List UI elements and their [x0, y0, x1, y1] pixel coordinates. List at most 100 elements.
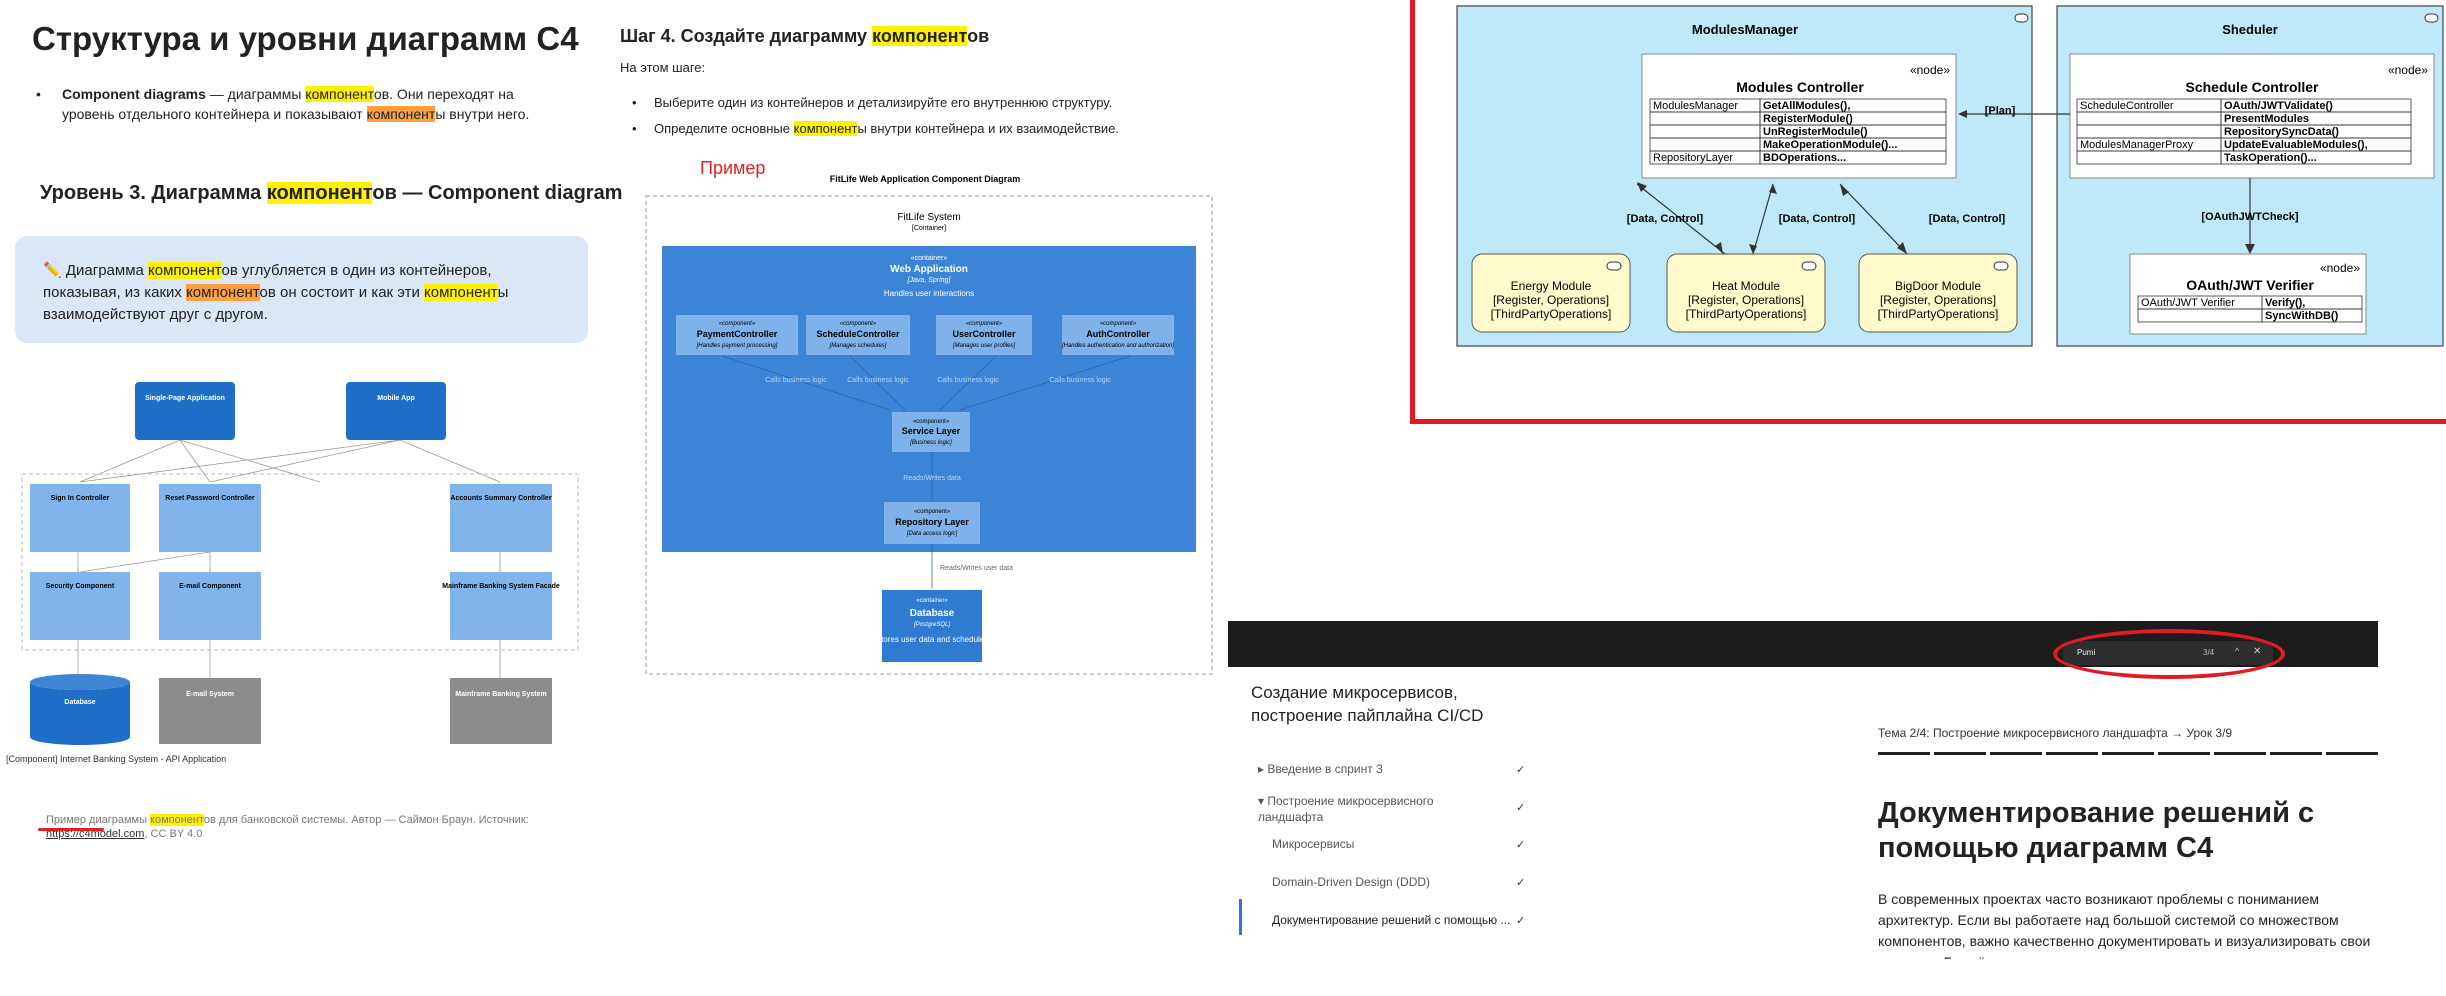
c4-email-label: E-mail Component	[179, 583, 242, 590]
nav-item-microservices[interactable]: Микросервисы	[1272, 837, 1355, 851]
svg-text:«node»: «node»	[2388, 63, 2428, 77]
svg-text:[ThirdPartyOperations]: [ThirdPartyOperations]	[1491, 307, 1612, 321]
svg-text:[Handles authentication and au: [Handles authentication and authorizatio…	[1061, 343, 1174, 349]
c4-mainframe-label: Mainframe Banking System	[455, 691, 546, 698]
lesson-title: Документирование решений с помощью диагр…	[1878, 797, 2315, 864]
oauthcheck-label: [OAuthJWTCheck]	[2201, 211, 2299, 223]
nav-item-intro[interactable]: ▸ Введение в спринт 3	[1258, 762, 1383, 776]
module-name-2: BigDoor Module	[1895, 279, 1981, 293]
schedctrl-key-3: ModulesManagerProxy	[2080, 139, 2194, 151]
module-name-1: Heat Module	[1712, 279, 1780, 293]
c4-reset-label: Reset Password Controller	[165, 495, 255, 502]
oauth-op-0: Verify(),	[2265, 297, 2305, 309]
sched-title: Sheduler	[2222, 22, 2278, 37]
plan-label: [Plan]	[1985, 105, 2016, 117]
modules-manager-diagram: ModulesManager Sheduler «node» Modules C…	[1456, 5, 2444, 347]
schedctrl-op-1: PresentModules	[2224, 113, 2309, 125]
svg-text:Reads/Writes data: Reads/Writes data	[903, 475, 961, 482]
fitlife-component-diagram: FitLife Web Application Component Diagra…	[645, 174, 1213, 675]
svg-text:«component»: «component»	[913, 419, 950, 425]
svg-text:«component»: «component»	[914, 509, 951, 515]
oauth-key-0: OAuth/JWT Verifier	[2141, 297, 2235, 309]
fit-component-name-2: UserController	[952, 329, 1016, 339]
svg-text:Stores user data and schedules: Stores user data and schedules	[876, 635, 989, 644]
source-link[interactable]: https://c4model.com	[46, 828, 145, 840]
schedctrl-key-0: ScheduleController	[2080, 100, 2174, 112]
schedctrl-op-2: RepositorySyncData()	[2224, 126, 2339, 138]
svg-text:«component»: «component»	[966, 321, 1003, 327]
red-highlight-frame	[1410, 0, 2446, 424]
fit-database: Database	[910, 608, 955, 619]
c4-security-label: Security Component	[46, 583, 115, 590]
schedctrl-op-3: UpdateEvaluableModules(),	[2224, 139, 2368, 151]
red-underline-annotation	[38, 828, 104, 831]
svg-text:[Handles payment processing]: [Handles payment processing]	[696, 343, 778, 349]
svg-text:«node»: «node»	[2320, 261, 2360, 275]
fit-component-3	[1062, 315, 1174, 355]
svg-text:«container»: «container»	[911, 255, 948, 262]
check-icon: ✓	[1516, 915, 1526, 927]
fit-system: FitLife System	[897, 212, 960, 223]
c4-emailsys-label: E-mail System	[186, 691, 234, 698]
svg-text:[PostgreSQL]: [PostgreSQL]	[913, 622, 950, 628]
c4-spa-label: Single-Page Application	[145, 395, 225, 402]
schedctrl-op-0: OAuth/JWTValidate()	[2224, 100, 2333, 112]
svg-text:[ThirdPartyOperations]: [ThirdPartyOperations]	[1878, 307, 1999, 321]
red-circle-annotation	[2053, 629, 2285, 679]
pencil-icon: ✏️	[43, 262, 62, 279]
step4-heading: Шаг 4. Создайте диаграмму компонентов	[620, 26, 990, 46]
modctrl-op-4: BDOperations...	[1763, 152, 1846, 164]
svg-text:«node»: «node»	[1910, 63, 1950, 77]
c4-db-label: Database	[64, 699, 95, 706]
svg-text:«component»: «component»	[1100, 321, 1137, 327]
svg-text:«container»: «container»	[916, 598, 948, 604]
datactl-label-1: [Data, Control]	[1627, 213, 1704, 225]
svg-text:[Register, Operations]: [Register, Operations]	[1688, 293, 1804, 307]
modctrl-key-0: ModulesManager	[1653, 100, 1738, 112]
svg-text:[Business logic]: [Business logic]	[909, 440, 952, 446]
svg-text:Calls business logic: Calls business logic	[847, 377, 909, 384]
nav-item-ddd[interactable]: Domain-Driven Design (DDD)	[1272, 875, 1431, 889]
fit-repository-layer: Repository Layer	[895, 517, 969, 527]
svg-text:[Data access logic]: [Data access logic]	[906, 531, 958, 537]
nav-item-docs[interactable]: Документирование решений с помощью ...	[1272, 913, 1511, 927]
fit-service-layer: Service Layer	[902, 426, 961, 436]
image-caption: Пример диаграммы компонентов для банковс…	[46, 814, 529, 840]
svg-text:Handles user interactions: Handles user interactions	[884, 289, 974, 298]
module-name-0: Energy Module	[1511, 279, 1592, 293]
level3-heading: Уровень 3. Диаграмма компонентов — Compo…	[40, 182, 623, 204]
fit-webapp: Web Application	[890, 264, 968, 275]
svg-text:[ThirdPartyOperations]: [ThirdPartyOperations]	[1686, 307, 1807, 321]
c4-mobile-label: Mobile App	[377, 395, 414, 402]
check-icon: ✓	[1516, 802, 1526, 814]
fit-component-name-3: AuthController	[1086, 329, 1150, 339]
nav-item-landscape[interactable]: ▾ Построение микросервисного ландшафта	[1258, 794, 1434, 824]
check-icon: ✓	[1516, 764, 1526, 776]
module-box-0	[1471, 253, 1631, 333]
fit-component-name-0: PaymentController	[697, 329, 778, 339]
module-box-1	[1666, 253, 1826, 333]
modctrl-op-1: RegisterModule()	[1763, 113, 1853, 125]
fit-component-name-1: ScheduleController	[816, 329, 900, 339]
module-box-2	[1858, 253, 2018, 333]
step-item-1: Выберите один из контейнеров и детализир…	[632, 90, 1119, 116]
fit-component-0	[676, 315, 798, 355]
page-title: Структура и уровни диаграмм С4	[32, 20, 579, 57]
modctrl-op-2: UnRegisterModule()	[1763, 126, 1868, 138]
step-intro: На этом шаге:	[620, 60, 706, 75]
lesson-paragraph: В современных проектах часто возникают п…	[1878, 891, 2371, 959]
svg-text:Reads/Writes user data: Reads/Writes user data	[940, 565, 1013, 572]
svg-text:«component»: «component»	[840, 321, 877, 327]
svg-text:Calls business logic: Calls business logic	[765, 377, 827, 384]
svg-text:[Container]: [Container]	[912, 225, 946, 232]
bullet-component-diagrams: • Component diagrams — диаграммы компоне…	[36, 86, 530, 122]
lesson-progress	[1878, 752, 2378, 755]
svg-text:«component»: «component»	[719, 321, 756, 327]
schedule-controller-title: Schedule Controller	[2185, 79, 2319, 95]
c4-signin-label: Sign In Controller	[51, 495, 110, 502]
c4-banking-diagram: Single-Page Application Mobile App Sign …	[20, 372, 580, 772]
c4-accounts-label: Accounts Summary Controller	[450, 495, 551, 502]
step-list: Выберите один из контейнеров и детализир…	[632, 90, 1119, 142]
schedctrl-op-4: TaskOperation()...	[2224, 152, 2317, 164]
svg-text:Calls business logic: Calls business logic	[1049, 377, 1111, 384]
